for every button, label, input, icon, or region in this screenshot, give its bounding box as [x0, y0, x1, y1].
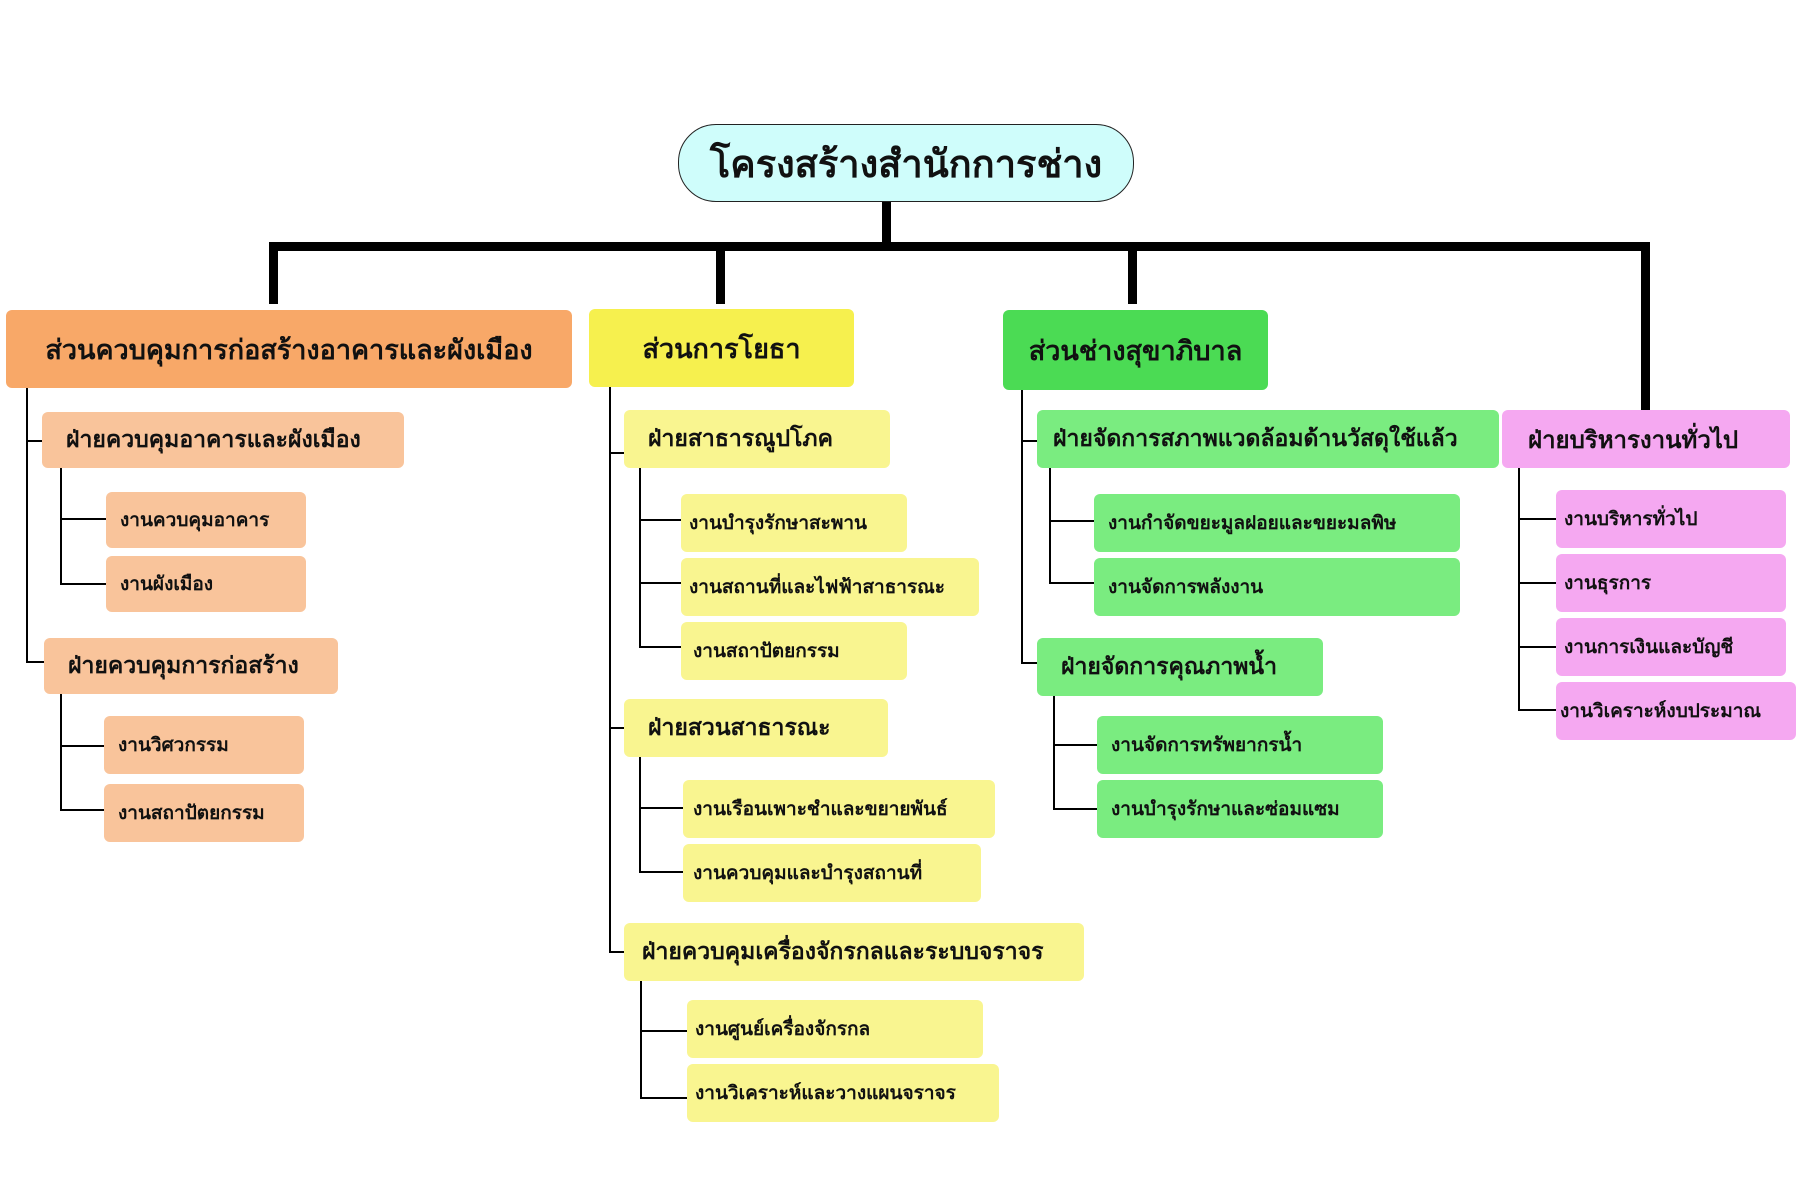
drop-line-div4 — [1641, 242, 1650, 410]
sec-branch-line — [640, 1030, 687, 1032]
div2-vertical-line — [609, 387, 611, 953]
drop-line-div3 — [1128, 242, 1137, 304]
unit-bridge-maintenance: งานบำรุงรักษาสะพาน — [681, 494, 907, 552]
unit-finance-accounting: งานการเงินและบัญชี — [1556, 618, 1786, 676]
division-public-works: ส่วนการโยธา — [589, 309, 854, 387]
sec-branch-line — [640, 1097, 687, 1099]
div1-branch-line — [26, 440, 42, 442]
div2-branch-line — [609, 727, 624, 729]
unit-machinery-center: งานศูนย์เครื่องจักรกล — [687, 1000, 983, 1058]
sec-branch-line — [639, 871, 683, 873]
unit-energy-management: งานจัดการพลังงาน — [1094, 558, 1460, 616]
unit-city-planning: งานผังเมือง — [106, 556, 306, 612]
top-bus-line — [269, 242, 1650, 251]
drop-line-div2 — [716, 242, 725, 304]
div1-vertical-line — [26, 388, 28, 662]
div4-vertical-line — [1518, 468, 1520, 710]
div4-branch-line — [1518, 518, 1556, 520]
section-water-quality: ฝ่ายจัดการคุณภาพน้ำ — [1037, 638, 1323, 696]
sec-vertical-line — [640, 981, 642, 1098]
sec-branch-line — [60, 809, 104, 811]
div3-branch-line — [1021, 440, 1037, 442]
sec-branch-line — [639, 646, 681, 648]
sec-branch-line — [1049, 520, 1094, 522]
division-sanitation: ส่วนช่างสุขาภิบาล — [1003, 310, 1268, 390]
unit-traffic-planning: งานวิเคราะห์และวางแผนจราจร — [687, 1064, 999, 1122]
unit-architecture: งานสถาปัตยกรรม — [104, 784, 304, 842]
section-construction-control: ฝ่ายควบคุมการก่อสร้าง — [44, 638, 338, 694]
div2-branch-line — [609, 452, 624, 454]
unit-nursery-propagation: งานเรือนเพาะชำและขยายพันธ์ — [683, 780, 995, 838]
unit-engineering: งานวิศวกรรม — [104, 716, 304, 774]
unit-architecture: งานสถาปัตยกรรม — [681, 622, 907, 680]
div2-branch-line — [609, 951, 624, 953]
sec-branch-line — [60, 745, 104, 747]
sec-branch-line — [1049, 582, 1094, 584]
drop-line-div1 — [269, 242, 278, 304]
div4-branch-line — [1518, 582, 1556, 584]
section-machinery-traffic: ฝ่ายควบคุมเครื่องจักรกลและระบบจราจร — [624, 923, 1084, 981]
unit-maintenance-repair: งานบำรุงรักษาและซ่อมแซม — [1097, 780, 1383, 838]
sec-branch-line — [60, 583, 106, 585]
unit-general-administration: งานบริหารทั่วไป — [1556, 490, 1786, 548]
section-waste-environment: ฝ่ายจัดการสภาพแวดล้อมด้านวัสดุใช้แล้ว — [1037, 410, 1499, 468]
div4-branch-line — [1518, 709, 1556, 711]
div1-branch-line — [26, 661, 44, 663]
sec-branch-line — [1053, 744, 1097, 746]
sec-vertical-line — [639, 468, 641, 647]
unit-waste-disposal: งานกำจัดขยะมูลฝอยและขยะมลพิษ — [1094, 494, 1460, 552]
div4-branch-line — [1518, 646, 1556, 648]
div3-branch-line — [1021, 662, 1037, 664]
unit-public-places-lighting: งานสถานที่และไฟฟ้าสาธารณะ — [681, 558, 979, 616]
sec-vertical-line — [639, 757, 641, 872]
section-public-utilities: ฝ่ายสาธารณูปโภค — [624, 410, 890, 468]
sec-vertical-line — [60, 468, 62, 584]
sec-branch-line — [639, 807, 683, 809]
sec-branch-line — [1053, 808, 1097, 810]
sec-vertical-line — [60, 694, 62, 810]
sec-branch-line — [639, 519, 681, 521]
division-building-control: ส่วนควบคุมการก่อสร้างอาคารและผังเมือง — [6, 310, 572, 388]
section-public-parks: ฝ่ายสวนสาธารณะ — [624, 699, 888, 757]
unit-building-control: งานควบคุมอาคาร — [106, 492, 306, 548]
unit-clerical: งานธุรการ — [1556, 554, 1786, 612]
section-building-planning: ฝ่ายควบคุมอาคารและผังเมือง — [42, 412, 404, 468]
unit-budget-analysis: งานวิเคราะห์งบประมาณ — [1556, 682, 1796, 740]
unit-water-resources: งานจัดการทรัพยากรน้ำ — [1097, 716, 1383, 774]
div3-vertical-line — [1021, 390, 1023, 664]
sec-vertical-line — [1049, 468, 1051, 583]
unit-place-maintenance: งานควบคุมและบำรุงสถานที่ — [683, 844, 981, 902]
sec-branch-line — [639, 582, 681, 584]
sec-vertical-line — [1053, 696, 1055, 810]
division-general-administration: ฝ่ายบริหารงานทั่วไป — [1502, 410, 1790, 468]
sec-branch-line — [60, 518, 106, 520]
title-stem-line — [882, 202, 891, 242]
chart-title: โครงสร้างสำนักการช่าง — [678, 124, 1134, 202]
